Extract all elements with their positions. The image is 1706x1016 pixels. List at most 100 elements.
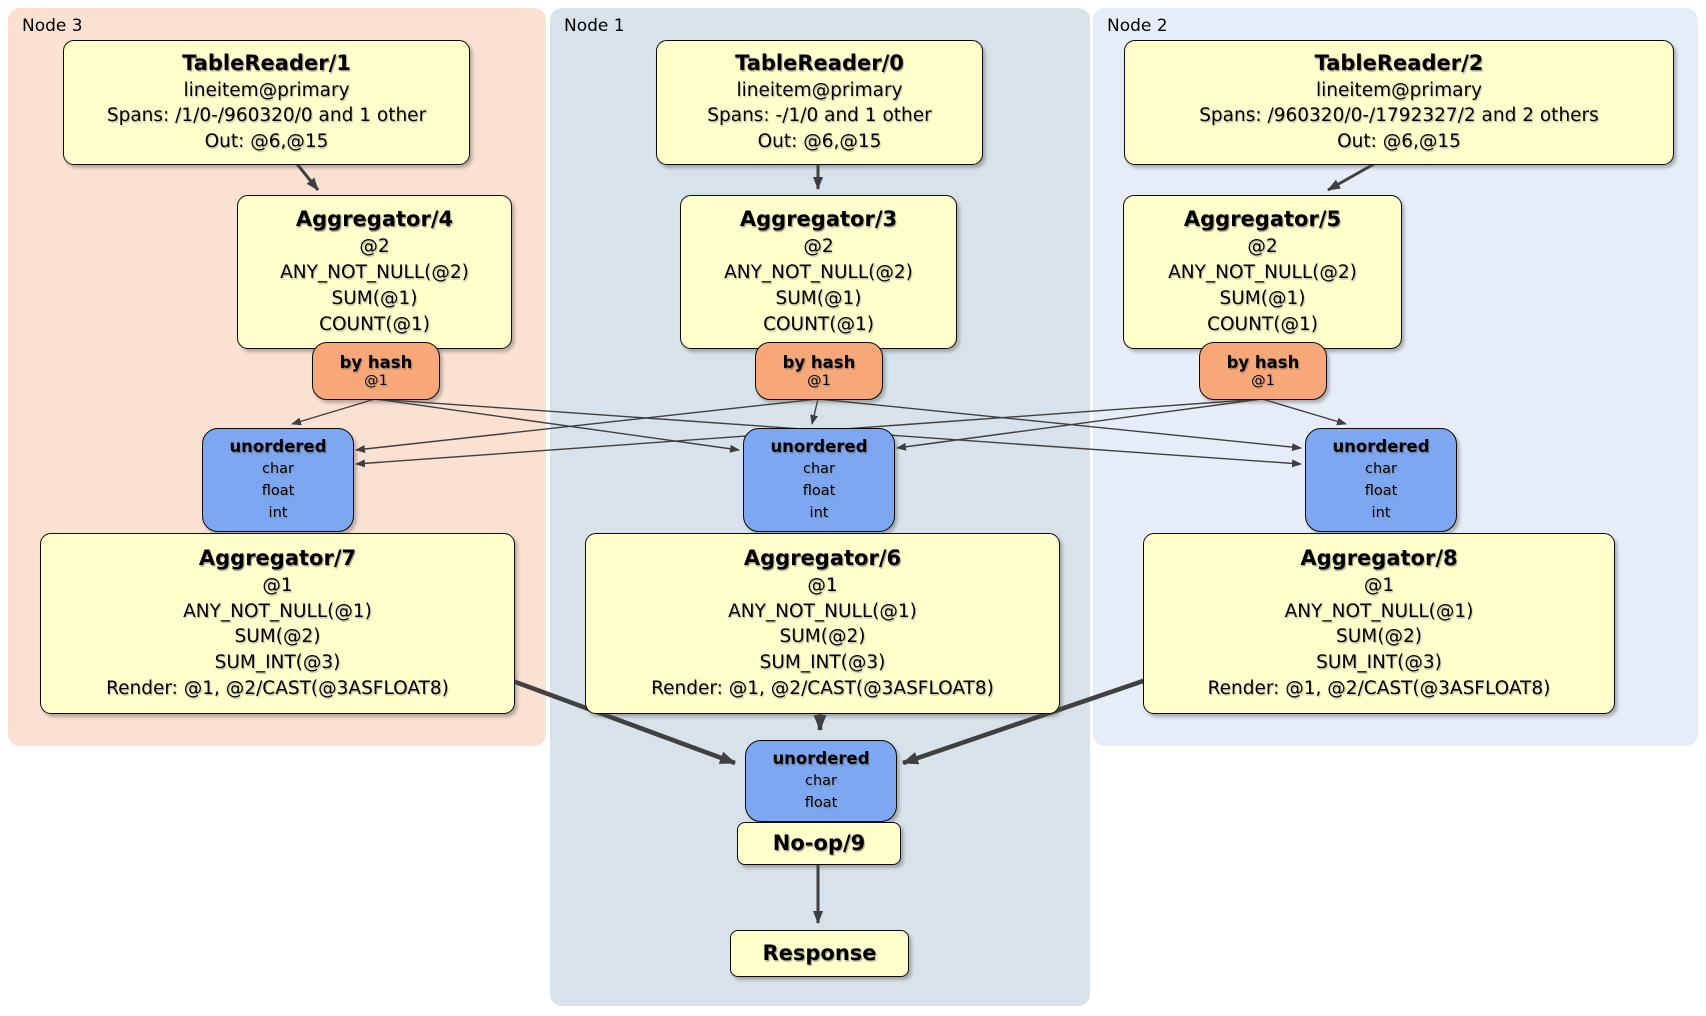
aggregator5-box: Aggregator/5 @2 ANY_NOT_NULL(@2) SUM(@1)…: [1123, 195, 1402, 349]
unordered-sync-node2: unordered char float int: [1305, 428, 1457, 532]
aggregator7-title: Aggregator/7: [198, 545, 357, 570]
aggregator5-title: Aggregator/5: [1183, 207, 1342, 232]
aggregator5-fn1: ANY_NOT_NULL(@2): [1168, 261, 1357, 283]
unordered-sync-node3-col1: char: [261, 461, 294, 478]
hash-router-node2: by hash @1: [1199, 342, 1327, 400]
aggregator4-fn1: ANY_NOT_NULL(@2): [280, 261, 469, 283]
aggregator7-fn3: SUM_INT(@3): [214, 652, 341, 674]
aggregator8-render: Render: @1, @2/CAST(@3ASFLOAT8): [1207, 678, 1551, 700]
unordered-sync-final-col2: float: [804, 794, 838, 811]
unordered-sync-node1-col2: float: [802, 483, 836, 500]
tablereader1-spans: Spans: /1/0-/960320/0 and 1 other: [106, 105, 427, 127]
unordered-sync-final-label: unordered: [772, 749, 870, 769]
edge-hash1-sync1: [810, 398, 819, 425]
aggregator6-box: Aggregator/6 @1 ANY_NOT_NULL(@1) SUM(@2)…: [585, 533, 1060, 714]
hash-router-node2-key: @1: [1251, 373, 1275, 390]
unordered-sync-node2-col1: char: [1364, 461, 1397, 478]
aggregator6-fn2: SUM(@2): [779, 626, 866, 648]
tablereader1-box: TableReader/1 lineitem@primary Spans: /1…: [63, 40, 470, 165]
aggregator6-groupkey: @1: [807, 574, 838, 596]
tablereader0-spans: Spans: -/1/0 and 1 other: [707, 105, 932, 127]
tablereader1-title: TableReader/1: [182, 50, 351, 75]
noop-box: No-op/9: [737, 822, 901, 865]
response-title: Response: [762, 940, 877, 965]
hash-router-node3-label: by hash: [339, 352, 413, 372]
edge-hash2-sync2: [1261, 398, 1347, 426]
aggregator7-box: Aggregator/7 @1 ANY_NOT_NULL(@1) SUM(@2)…: [40, 533, 515, 714]
hash-router-node1-key: @1: [807, 373, 831, 390]
aggregator8-fn3: SUM_INT(@3): [1316, 652, 1442, 674]
unordered-sync-node3-col2: float: [261, 483, 295, 500]
aggregator4-fn2: SUM(@1): [331, 287, 418, 309]
noop-title: No-op/9: [772, 830, 866, 855]
unordered-sync-node1-col3: int: [809, 504, 829, 521]
unordered-sync-node2-label: unordered: [1332, 437, 1430, 457]
aggregator8-fn2: SUM(@2): [1336, 626, 1422, 648]
aggregator6-fn3: SUM_INT(@3): [759, 652, 886, 674]
aggregator6-title: Aggregator/6: [743, 545, 902, 570]
edge-hash1-sync3: [355, 398, 819, 453]
tablereader1-index: lineitem@primary: [183, 79, 350, 101]
aggregator3-groupkey: @2: [803, 236, 834, 258]
tablereader2-title: TableReader/2: [1314, 50, 1484, 75]
hash-router-node1: by hash @1: [755, 342, 883, 400]
tablereader1-out: Out: @6,@15: [204, 131, 329, 153]
aggregator3-box: Aggregator/3 @2 ANY_NOT_NULL(@2) SUM(@1)…: [680, 195, 957, 349]
edge-tablereader2-aggregator5: [1327, 162, 1375, 192]
unordered-sync-node2-col2: float: [1364, 483, 1398, 500]
unordered-sync-node3: unordered char float int: [202, 428, 354, 532]
aggregator4-title: Aggregator/4: [295, 207, 454, 232]
tablereader0-index: lineitem@primary: [736, 79, 903, 101]
edge-aggregator8-finalsync: [902, 677, 1147, 766]
node3-band-label: Node 3: [22, 16, 83, 36]
aggregator4-groupkey: @2: [359, 236, 390, 258]
aggregator5-fn2: SUM(@1): [1219, 287, 1306, 309]
edge-tablereader1-aggregator4: [295, 163, 320, 191]
hash-router-node1-label: by hash: [782, 352, 856, 372]
edge-hash3-sync3: [291, 398, 376, 426]
aggregator3-fn1: ANY_NOT_NULL(@2): [724, 261, 913, 283]
aggregator6-render: Render: @1, @2/CAST(@3ASFLOAT8): [651, 678, 994, 700]
unordered-sync-final-col1: char: [804, 773, 837, 790]
edge-hash1-sync2: [817, 398, 1302, 452]
aggregator3-fn2: SUM(@1): [775, 287, 862, 309]
aggregator3-title: Aggregator/3: [739, 207, 898, 232]
aggregator7-fn1: ANY_NOT_NULL(@1): [183, 600, 372, 622]
aggregator4-fn3: COUNT(@1): [319, 313, 430, 335]
aggregator7-groupkey: @1: [262, 574, 293, 596]
hash-router-node3-key: @1: [364, 373, 388, 390]
aggregator7-fn2: SUM(@2): [234, 626, 321, 648]
edge-hash2-sync1: [896, 398, 1263, 451]
response-box: Response: [730, 930, 909, 977]
aggregator5-groupkey: @2: [1247, 236, 1278, 258]
node1-band-label: Node 1: [564, 16, 625, 36]
aggregator8-groupkey: @1: [1363, 574, 1395, 596]
unordered-sync-node3-col3: int: [268, 504, 288, 521]
node2-band-label: Node 2: [1107, 16, 1168, 36]
tablereader0-title: TableReader/0: [735, 50, 904, 75]
aggregator5-fn3: COUNT(@1): [1207, 313, 1318, 335]
aggregator7-render: Render: @1, @2/CAST(@3ASFLOAT8): [106, 678, 449, 700]
aggregator8-fn1: ANY_NOT_NULL(@1): [1284, 600, 1474, 622]
edge-aggregator7-finalsync: [509, 677, 736, 766]
tablereader2-box: TableReader/2 lineitem@primary Spans: /9…: [1124, 40, 1674, 165]
unordered-sync-node1-col1: char: [802, 461, 835, 478]
unordered-sync-node1-label: unordered: [770, 437, 868, 457]
tablereader2-index: lineitem@primary: [1315, 79, 1483, 101]
hash-router-node2-label: by hash: [1226, 352, 1300, 372]
unordered-sync-node1: unordered char float int: [743, 428, 895, 532]
aggregator6-fn1: ANY_NOT_NULL(@1): [728, 600, 917, 622]
unordered-sync-node3-label: unordered: [229, 437, 327, 457]
aggregator8-title: Aggregator/8: [1300, 545, 1458, 570]
aggregator3-fn3: COUNT(@1): [763, 313, 874, 335]
aggregator8-box: Aggregator/8 @1 ANY_NOT_NULL(@1) SUM(@2)…: [1143, 533, 1615, 714]
tablereader2-spans: Spans: /960320/0-/1792327/2 and 2 others: [1199, 105, 1599, 127]
tablereader0-box: TableReader/0 lineitem@primary Spans: -/…: [656, 40, 983, 165]
tablereader0-out: Out: @6,@15: [757, 131, 882, 153]
tablereader2-out: Out: @6,@15: [1337, 131, 1461, 153]
unordered-sync-final: unordered char float: [745, 740, 897, 822]
unordered-sync-node2-col3: int: [1371, 504, 1391, 521]
hash-router-node3: by hash @1: [312, 342, 440, 400]
